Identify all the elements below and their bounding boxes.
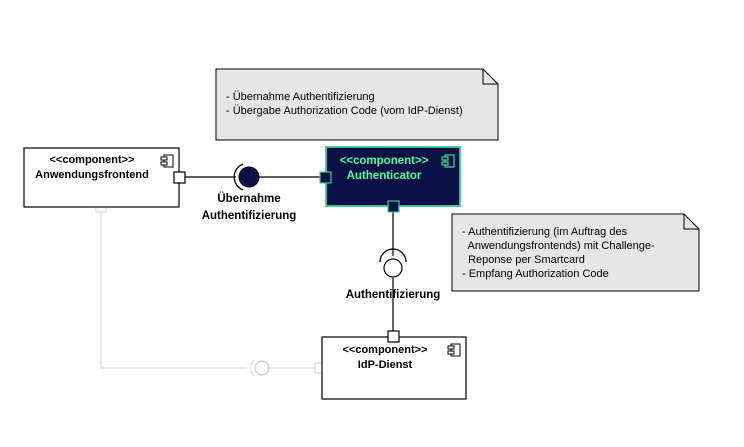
component-idp-dienst[interactable]: <<component>> IdP-Dienst xyxy=(321,330,467,400)
component-authenticator[interactable]: <<component>> Authenticator xyxy=(319,146,461,213)
component-icon xyxy=(160,154,174,168)
port xyxy=(387,330,400,343)
socket-icon xyxy=(233,163,244,191)
port xyxy=(319,171,332,184)
note-line: Reponse per Smartcard xyxy=(462,254,585,266)
component-name: Authenticator xyxy=(347,170,422,182)
note-line: - Empfang Authorization Code xyxy=(462,268,609,280)
component-icon xyxy=(441,154,455,168)
component-icon xyxy=(447,343,461,357)
ball-icon xyxy=(383,258,403,278)
component-name: Anwendungsfrontend xyxy=(35,169,149,181)
component-name: IdP-Dienst xyxy=(358,359,413,371)
component-stereotype: <<component>> xyxy=(343,344,428,356)
interface-authentifizierung-label: Authentifizierung xyxy=(346,289,441,301)
note-right: - Authentifizierung (im Auftrag des Anwe… xyxy=(451,213,700,292)
note-top: - Übernahme Authentifizierung - Übergabe… xyxy=(215,68,499,141)
port xyxy=(173,171,186,184)
note-line: - Authentifizierung (im Auftrag des xyxy=(462,226,628,238)
note-line: Anwendungsfrontends) mit Challenge- xyxy=(462,240,655,252)
component-stereotype: <<component>> xyxy=(340,155,429,167)
interface-uebernahme-label-line1: Übernahme xyxy=(217,192,280,205)
interface-authentifizierung[interactable] xyxy=(379,248,407,278)
note-line: - Übernahme Authentifizierung xyxy=(226,91,375,103)
socket-icon xyxy=(379,248,407,263)
interface-uebernahme[interactable] xyxy=(233,163,260,191)
interface-uebernahme-label-line2: Authentifizierung xyxy=(202,210,297,222)
port xyxy=(387,200,400,213)
faded-socket-icon xyxy=(250,359,255,377)
note-line: - Übergabe Authorization Code (vom IdP-D… xyxy=(226,105,463,117)
component-anwendungsfrontend[interactable]: <<component>> Anwendungsfrontend xyxy=(23,147,186,208)
faded-connection xyxy=(95,201,326,377)
component-stereotype: <<component>> xyxy=(50,154,135,166)
faded-ball-icon xyxy=(254,360,270,376)
ball-icon xyxy=(238,166,260,188)
